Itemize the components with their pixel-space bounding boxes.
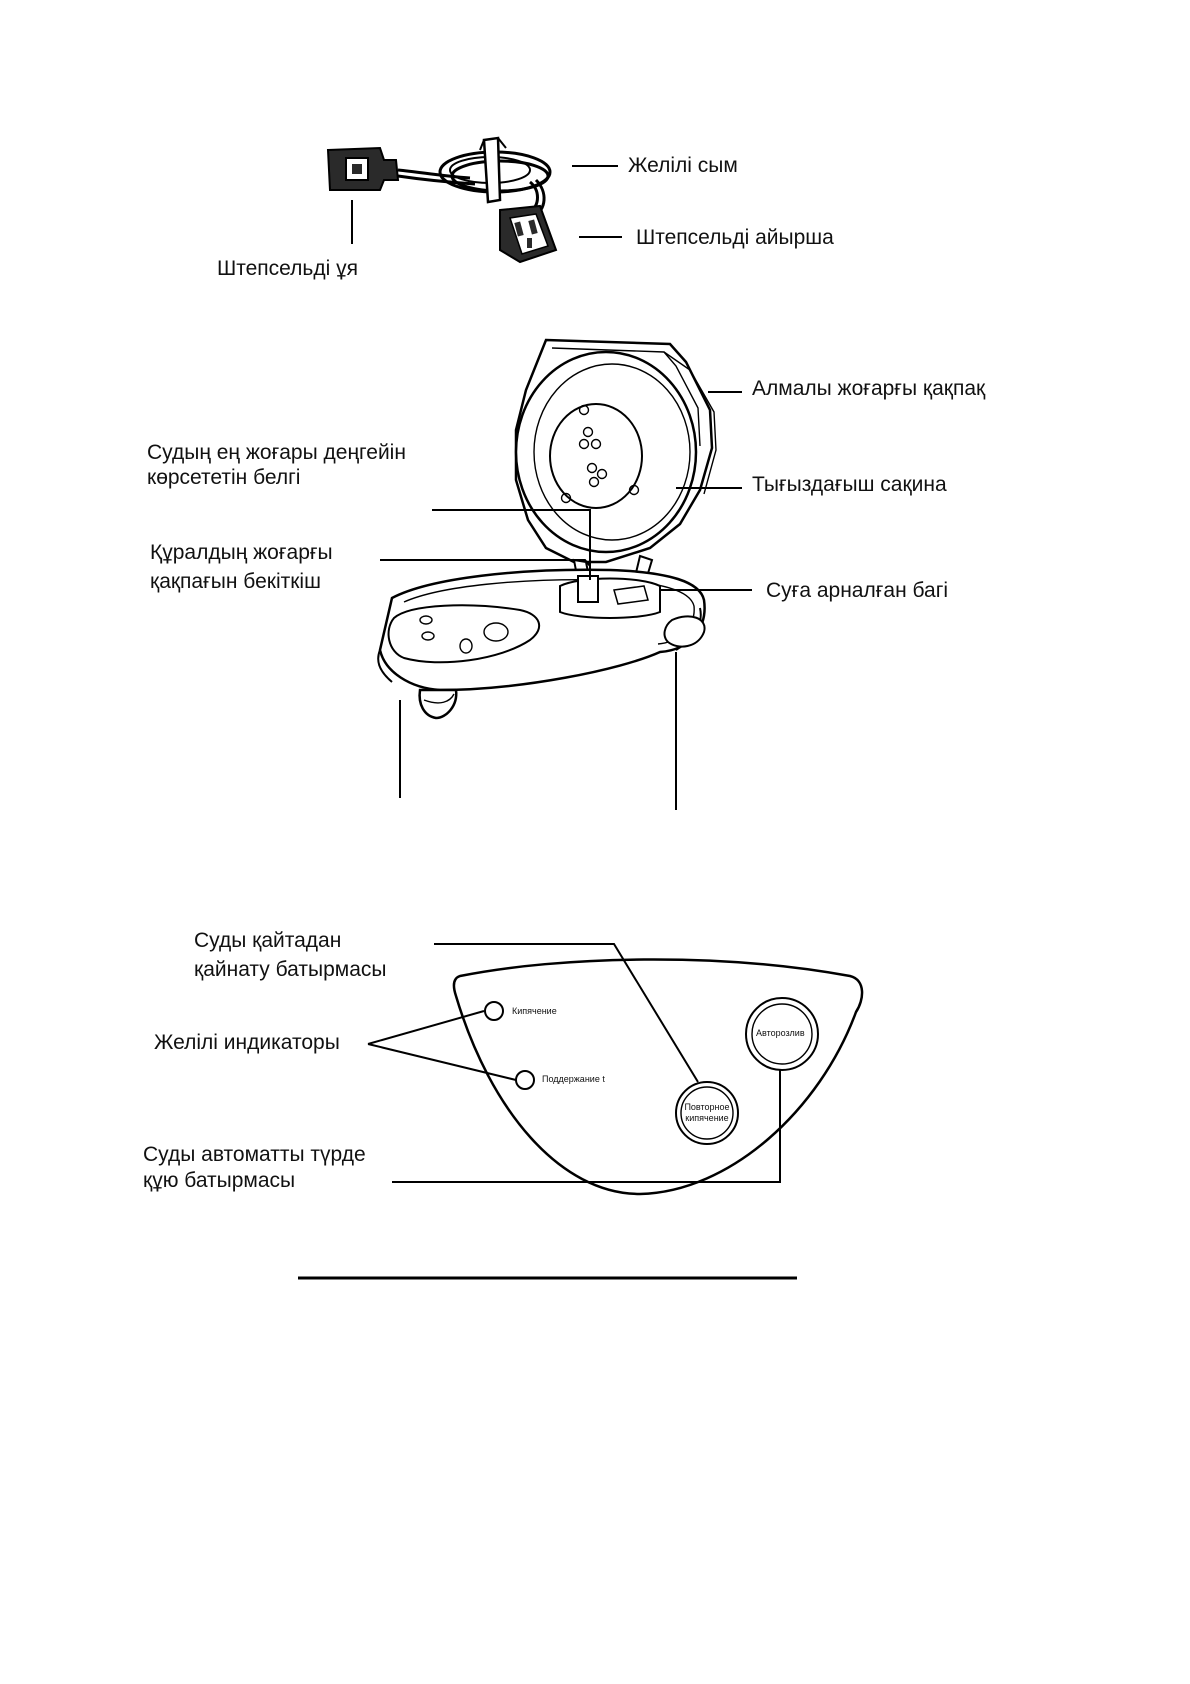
panel-label-reboil-line2: кипячение xyxy=(685,1113,729,1123)
panel-label-keep-warm: Поддержание t xyxy=(542,1074,605,1084)
label-reboil-line2: қайнату батырмасы xyxy=(194,958,387,981)
label-seal-ring: Тығыздағыш сақина xyxy=(752,473,947,496)
label-removable-lid: Алмалы жоғарғы қақпақ xyxy=(752,377,986,400)
label-water-tank: Суға арналған багі xyxy=(766,579,949,602)
label-auto-pour-line2: құю батырмасы xyxy=(143,1169,296,1192)
leader-auto-pour xyxy=(392,1070,781,1183)
power-cord-illustration xyxy=(326,136,558,264)
label-power-cord: Желілі сым xyxy=(628,154,738,177)
label-plug: Штепсельді айырша xyxy=(636,226,834,249)
control-panel-illustration xyxy=(452,958,864,1196)
label-socket: Штепсельді ұя xyxy=(217,257,358,280)
panel-label-boil: Кипячение xyxy=(512,1006,557,1016)
leader-indicators xyxy=(367,1010,517,1081)
label-auto-pour-line1: Суды автоматты түрде xyxy=(143,1143,366,1166)
label-max-level-line2: көрсететін белгі xyxy=(147,466,301,489)
label-lid-lock-line2: қақпағын бекіткіш xyxy=(150,570,321,593)
leader-reboil xyxy=(434,943,699,1083)
panel-label-auto-pour: Авторозлив xyxy=(756,1028,805,1038)
panel-label-reboil-line1: Повторное xyxy=(684,1102,730,1112)
leader-lid-lock xyxy=(380,559,591,567)
label-reboil-line1: Суды қайтадан xyxy=(194,929,342,952)
label-lid-lock-line1: Құралдың жоғарғы xyxy=(150,541,333,564)
kettle-illustration xyxy=(377,338,717,720)
panel-label-reboil: Повторное кипячение xyxy=(672,1102,742,1124)
label-indicators: Желілі индикаторы xyxy=(154,1031,340,1054)
leader-max-level xyxy=(432,509,591,580)
label-max-level-line1: Судың ең жоғары деңгейін xyxy=(147,441,406,464)
